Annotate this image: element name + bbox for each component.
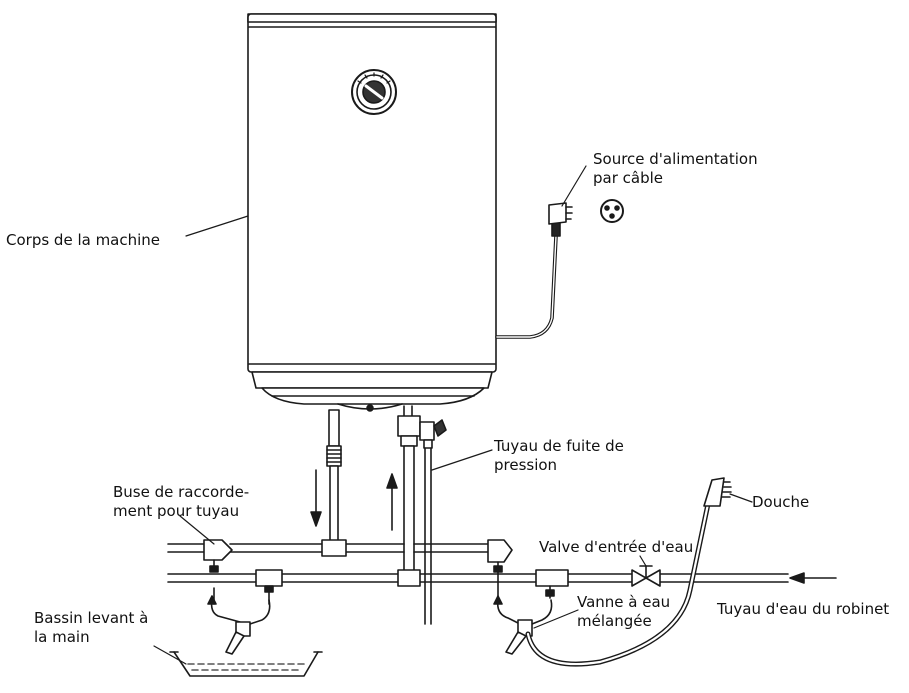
cold-water-pipe — [167, 569, 789, 587]
label-leak-pipe-line1: Tuyau de fuite de — [494, 437, 624, 455]
label-shower: Douche — [752, 493, 809, 512]
label-machine-body-line1: Corps de la machine — [6, 231, 161, 249]
inlet-valve-icon — [631, 565, 661, 587]
label-power-source-line1: Source d'alimentation — [593, 150, 758, 168]
label-power-source: Source d'alimentation par câble — [593, 150, 758, 188]
label-basin-line1: Bassin levant à — [34, 609, 149, 627]
basin-mixer-tap — [207, 559, 274, 655]
label-mixed-valve-line1: Vanne à eau — [577, 593, 671, 611]
shower-hose — [525, 501, 711, 667]
label-leak-pipe: Tuyau de fuite de pression — [494, 437, 624, 475]
tap-inflow-arrow — [789, 572, 837, 584]
label-tap-pipe-line1: Tuyau d'eau du robinet — [717, 600, 890, 618]
flow-arrow-down — [310, 469, 322, 527]
tank-inlet-pipe — [397, 405, 421, 575]
label-basin: Bassin levant à la main — [34, 609, 148, 647]
label-tap-pipe: Tuyau d'eau du robinet — [717, 600, 889, 619]
tank-outlet-pipe — [326, 409, 342, 545]
label-shower-line1: Douche — [752, 493, 810, 511]
plug-icon — [548, 202, 573, 225]
label-inlet-valve: Valve d'entrée d'eau — [539, 538, 693, 557]
flow-arrow-up — [386, 473, 398, 531]
label-mixed-valve: Vanne à eau mélangée — [577, 593, 670, 631]
label-inlet-valve-line1: Valve d'entrée d'eau — [539, 538, 694, 556]
wall-socket-icon — [600, 199, 624, 223]
pressure-relief-valve — [419, 419, 447, 625]
label-leak-pipe-line2: pression — [494, 456, 558, 474]
label-connection-nozzle-line2: ment pour tuyau — [113, 502, 240, 520]
heater-tank — [247, 13, 497, 412]
label-basin-line2: la main — [34, 628, 90, 646]
label-connection-nozzle: Buse de raccorde- ment pour tuyau — [113, 483, 249, 521]
thermostat-dial-icon — [351, 69, 397, 115]
shower-head-icon — [703, 477, 732, 507]
power-cable — [495, 221, 561, 339]
label-mixed-valve-line2: mélangée — [577, 612, 652, 630]
hot-water-pipe — [167, 539, 513, 563]
label-connection-nozzle-line1: Buse de raccorde- — [113, 483, 250, 501]
label-power-source-line2: par câble — [593, 169, 664, 187]
leader-lines — [153, 165, 753, 665]
basin — [169, 651, 323, 677]
label-machine-body: Corps de la machine — [6, 231, 160, 250]
